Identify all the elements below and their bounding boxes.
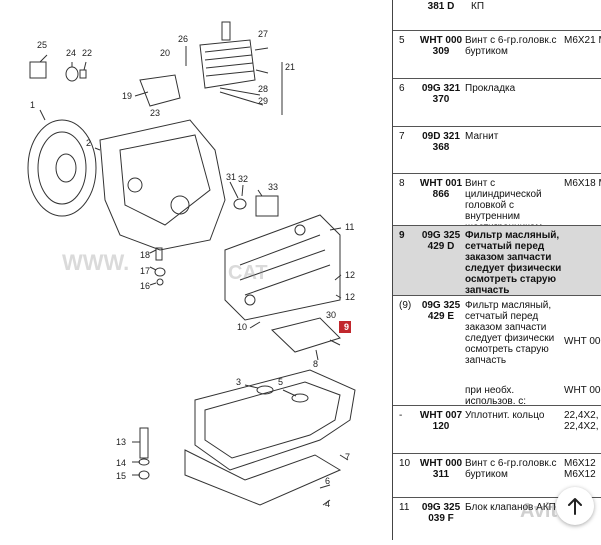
svg-text:28: 28 (258, 84, 268, 94)
svg-text:31: 31 (226, 172, 236, 182)
exploded-view-drawing: 25 24 22 26 27 20 19 28 29 21 23 1 2 31 … (27, 21, 356, 509)
svg-text:21: 21 (285, 62, 295, 72)
svg-text:33: 33 (268, 182, 278, 192)
table-row-selected[interactable]: 9 09G 325 429 D Фильтр масляный, сетчаты… (393, 225, 601, 296)
gearbox-housing-shape (99, 119, 226, 251)
svg-text:25: 25 (37, 40, 47, 50)
table-row[interactable]: (9) 09G 325 429 E Фильтр масляный, сетча… (393, 295, 601, 407)
watermark-text-2: CAT (228, 262, 268, 284)
svg-text:6: 6 (325, 476, 330, 486)
table-row-fragment[interactable]: 381 D КП (427, 1, 485, 12)
svg-text:4: 4 (325, 499, 330, 509)
svg-text:24: 24 (66, 48, 76, 58)
svg-text:7: 7 (345, 452, 350, 462)
parts-table: 381 D КП 5 WHT 000 309 Винт с 6-гр.голов… (392, 0, 601, 540)
svg-text:19: 19 (122, 91, 132, 101)
oil-pan-shape (194, 369, 356, 471)
svg-text:13: 13 (116, 437, 126, 447)
svg-text:22: 22 (82, 48, 92, 58)
svg-text:8: 8 (313, 359, 318, 369)
watermark-text: WWW. (62, 250, 130, 275)
svg-text:10: 10 (237, 322, 247, 332)
valve-body-shape (224, 214, 341, 321)
svg-text:29: 29 (258, 96, 268, 106)
svg-text:30: 30 (326, 310, 336, 320)
table-row[interactable]: 5 WHT 000 309 Винт с 6-гр.головк.с бурти… (393, 30, 601, 79)
svg-text:26: 26 (178, 34, 188, 44)
svg-text:17: 17 (140, 266, 150, 276)
selected-callout-label[interactable]: 9 (343, 322, 349, 332)
table-row[interactable]: 10 WHT 000 311 Винт с 6-гр.головк.с бурт… (393, 453, 601, 498)
svg-text:5: 5 (278, 377, 283, 387)
svg-text:11: 11 (345, 222, 354, 232)
svg-text:2: 2 (86, 138, 91, 148)
selected-callout-marker (339, 321, 351, 333)
svg-text:23: 23 (150, 108, 160, 118)
torque-converter-shape (27, 119, 97, 217)
svg-text:27: 27 (258, 29, 268, 39)
table-row[interactable]: 11 09G 325 039 F Блок клапанов АКП (393, 497, 601, 541)
svg-text:12: 12 (345, 292, 355, 302)
parts-diagram: 25 24 22 26 27 20 19 28 29 21 23 1 2 31 … (27, 21, 356, 509)
oil-filter-shape (270, 317, 341, 353)
svg-text:18: 18 (140, 250, 150, 260)
scroll-to-top-button[interactable] (556, 487, 594, 525)
svg-text:1: 1 (30, 100, 35, 110)
table-row[interactable]: 6 09G 321 370 Прокладка (393, 78, 601, 127)
svg-text:12: 12 (345, 270, 355, 280)
arrow-up-icon (568, 498, 582, 515)
svg-text:20: 20 (160, 48, 170, 58)
svg-text:16: 16 (140, 281, 150, 291)
svg-text:32: 32 (238, 174, 248, 184)
svg-text:15: 15 (116, 471, 126, 481)
svg-text:14: 14 (116, 458, 126, 468)
table-row[interactable]: 7 09D 321 368 Магнит (393, 126, 601, 174)
svg-text:3: 3 (236, 377, 241, 387)
table-row[interactable]: - WHT 007 120 Уплотнит. кольцо 22,4X2,7 … (393, 405, 601, 454)
table-row[interactable]: 8 WHT 001 866 Винт с цилиндрической голо… (393, 173, 601, 233)
